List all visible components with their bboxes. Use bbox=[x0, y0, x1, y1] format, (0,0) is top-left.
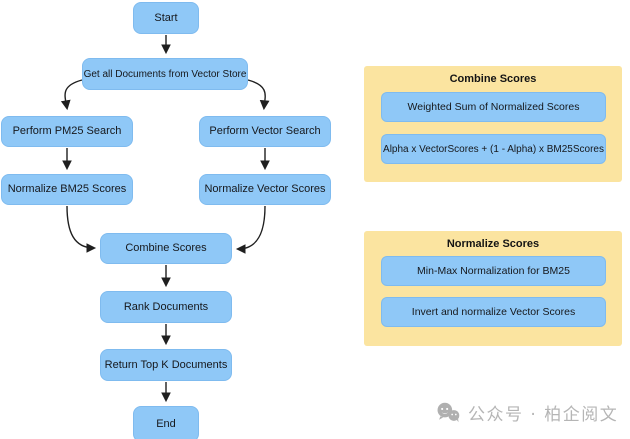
wechat-official-account-icon bbox=[436, 402, 461, 423]
node-normalize-bm25-scores: Normalize BM25 Scores bbox=[1, 174, 133, 205]
node-combine-scores: Combine Scores bbox=[100, 233, 232, 264]
panel-item: Min-Max Normalization for BM25 bbox=[381, 256, 606, 286]
watermark-text: 公众号 · 柏企阅文 bbox=[468, 405, 619, 425]
node-return-top-k-documents: Return Top K Documents bbox=[100, 349, 232, 381]
node-get-all-documents: Get all Documents from Vector Store bbox=[82, 58, 248, 90]
panel-title: Combine Scores bbox=[449, 73, 537, 85]
watermark: 公众号 · 柏企阅文 bbox=[436, 400, 618, 425]
node-perform-pm25-search: Perform PM25 Search bbox=[1, 116, 133, 147]
arrow-normbm25-to-combine bbox=[66, 205, 97, 253]
node-rank-documents: Rank Documents bbox=[100, 291, 232, 323]
panel-combine-scores: Combine Scores Weighted Sum of Normalize… bbox=[364, 66, 622, 182]
node-normalize-vector-scores: Normalize Vector Scores bbox=[199, 174, 331, 205]
arrow-getdocs-to-pm25 bbox=[60, 79, 83, 111]
arrow-normvector-to-combine bbox=[235, 205, 266, 254]
node-start: Start bbox=[133, 2, 199, 34]
node-end: End bbox=[133, 406, 199, 439]
panel-item: Invert and normalize Vector Scores bbox=[381, 297, 606, 327]
panel-title: Normalize Scores bbox=[446, 238, 540, 250]
panel-item: Weighted Sum of Normalized Scores bbox=[381, 92, 606, 122]
panel-item: Alpha x VectorScores + (1 - Alpha) x BM2… bbox=[381, 134, 606, 164]
arrow-getdocs-to-vector bbox=[247, 79, 270, 111]
panel-normalize-scores: Normalize Scores Min-Max Normalization f… bbox=[364, 231, 622, 346]
node-perform-vector-search: Perform Vector Search bbox=[199, 116, 331, 147]
